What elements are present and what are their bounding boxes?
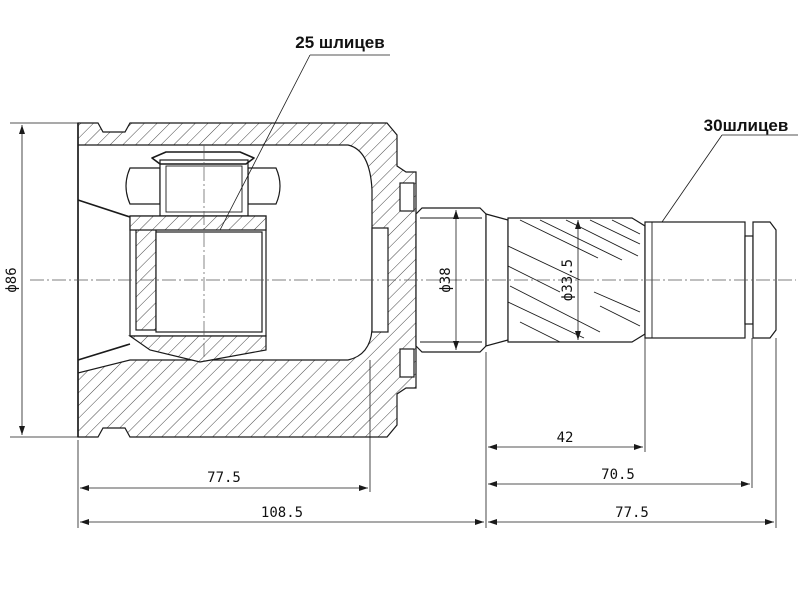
dim-housing-77-5: 77.5 [80,470,368,491]
callout-bearing-splines: 25 шлицев [219,33,390,231]
shaft-splines-label: 30шлицев [704,116,789,135]
bearing-splines-label: 25 шлицев [295,33,384,52]
hub-left-flange [135,227,157,331]
notch-bottom [399,348,415,378]
neck-lines [420,217,482,343]
ball-left [125,167,161,205]
dim-shaft-70-5: 70.5 [488,467,750,487]
hub-bore [155,231,263,333]
dim-neck-diameter: ф38 [438,210,459,350]
hub-top-ring [129,215,267,231]
inner-race [125,151,281,363]
helical-splines [507,219,641,343]
hub-bottom-ring [128,335,267,363]
neck-diameter-label: ф38 [438,267,454,292]
cage-cap [151,151,255,165]
shaft [415,207,777,353]
dim-shaft-77-5: 77.5 [488,505,774,525]
housing-section [77,122,417,438]
housing-108-5-label: 108.5 [261,505,303,521]
housing [77,122,417,438]
ball-right [247,167,281,205]
dim-extension-lines [77,338,777,528]
callout-shaft-splines: 30шлицев [661,116,798,223]
shaft-70-5-label: 70.5 [601,467,635,483]
notch-top [399,182,415,212]
bore-mouth-lines [77,199,131,361]
dim-spline-diameter: ф33.5 [560,220,581,340]
housing-diameter-label: ф86 [4,267,20,292]
dim-housing-108-5: 108.5 [80,505,484,525]
dim-shaft-42: 42 [488,430,643,450]
shaft-77-5-label: 77.5 [615,505,649,521]
spline-diameter-label: ф33.5 [560,259,576,301]
hub-splines [156,231,262,333]
shaft-42-label: 42 [557,430,574,446]
housing-77-5-label: 77.5 [207,470,241,486]
dim-housing-diameter: ф86 [4,122,78,438]
